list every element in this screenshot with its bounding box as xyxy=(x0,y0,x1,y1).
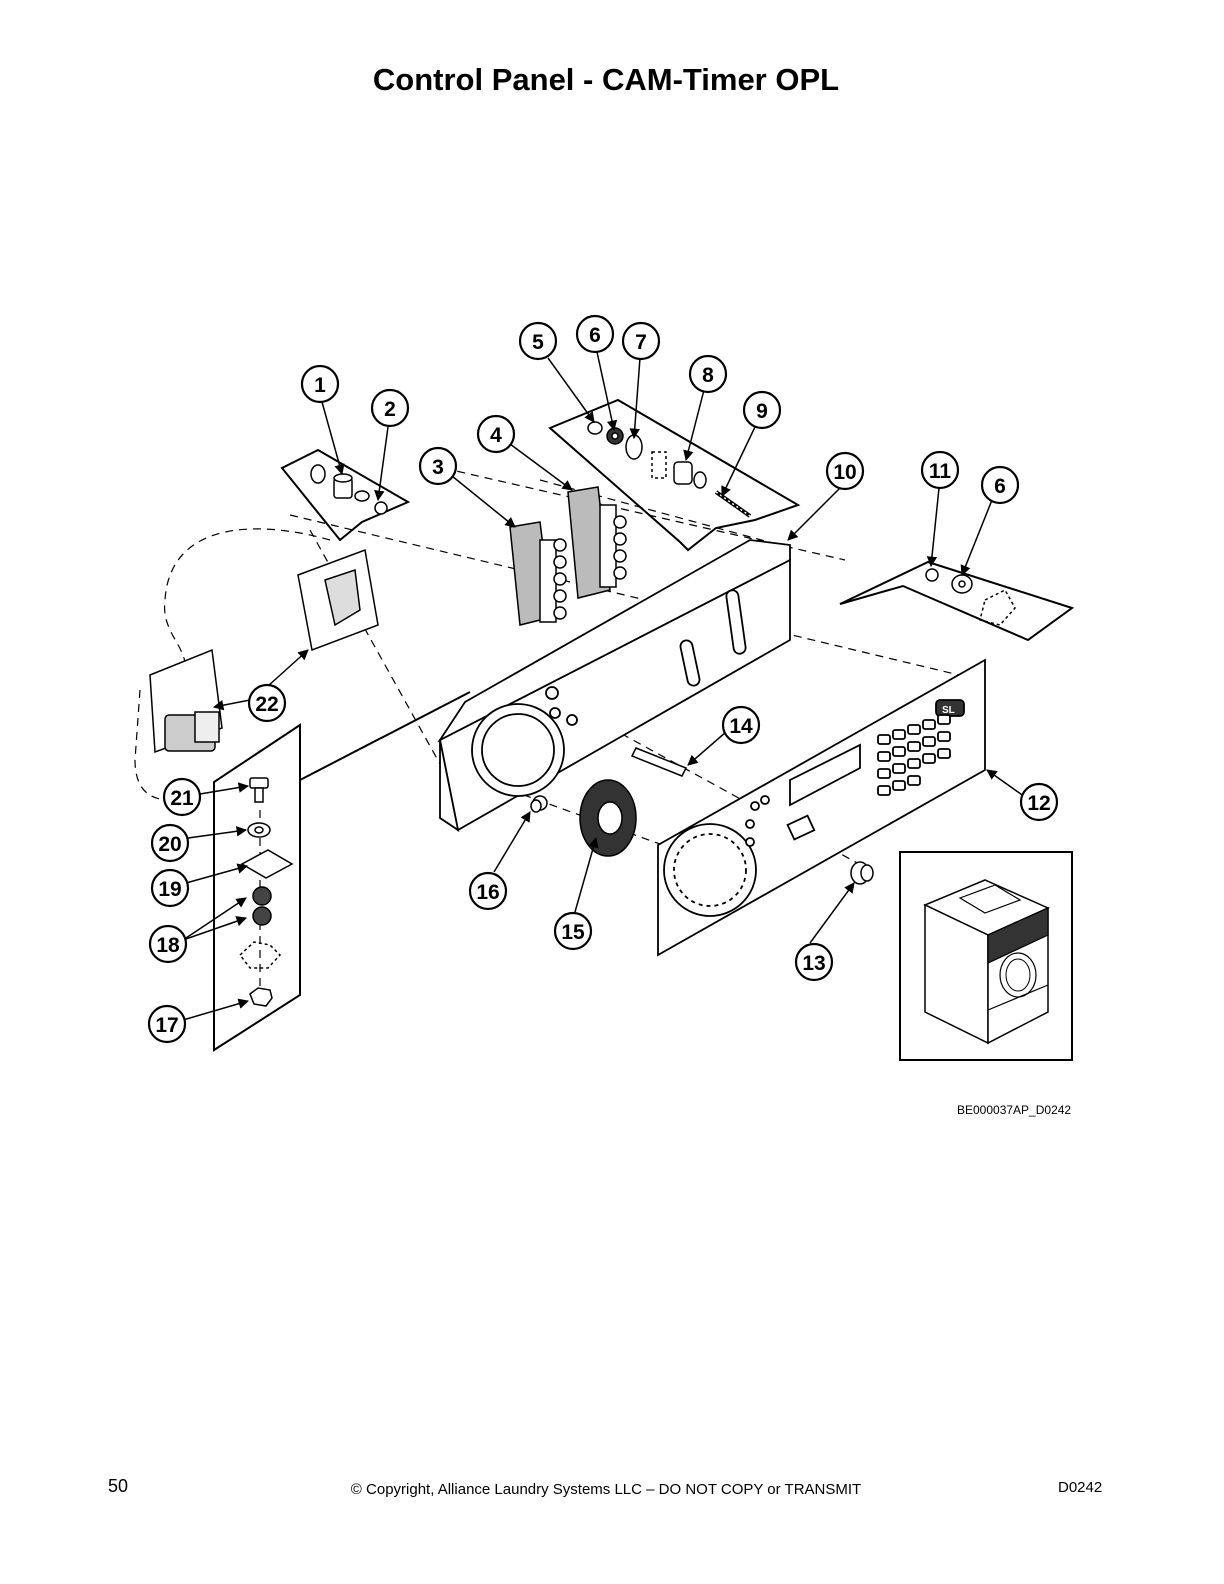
callout-14: 14 xyxy=(729,715,753,738)
callout-17: 17 xyxy=(155,1014,178,1037)
parts-11-6 xyxy=(925,568,1016,626)
callout-2: 2 xyxy=(384,398,396,421)
figure-id: BE000037AP_D0242 xyxy=(957,1103,1072,1117)
callout-22: 22 xyxy=(255,693,278,716)
callout-20: 20 xyxy=(158,833,181,856)
detail-box-17-21 xyxy=(213,691,471,1052)
callout-5: 5 xyxy=(532,331,544,354)
knob-13 xyxy=(850,861,874,885)
callout-circles xyxy=(147,314,1059,1044)
switch-block-4 xyxy=(567,486,627,599)
callout-21: 21 xyxy=(170,787,194,810)
callout-12: 12 xyxy=(1027,792,1050,815)
callout-1: 1 xyxy=(314,374,326,397)
leader-lines xyxy=(182,351,1026,1021)
machine-inset xyxy=(899,851,1073,1061)
document-code: D0242 xyxy=(1058,1479,1103,1496)
part-2-screw xyxy=(354,490,388,515)
page-number: 50 xyxy=(108,1476,129,1496)
fasteners xyxy=(238,777,294,1007)
callout-10: 10 xyxy=(833,461,856,484)
callout-9: 9 xyxy=(756,400,768,423)
keypad xyxy=(877,714,951,796)
front-panel xyxy=(657,658,986,957)
copyright-notice: © Copyright, Alliance Laundry Systems LL… xyxy=(350,1481,862,1498)
page-title: Control Panel - CAM-Timer OPL xyxy=(372,62,840,97)
callout-18: 18 xyxy=(156,934,180,957)
part-1-spacer xyxy=(310,464,353,499)
callout-labels: 1 2 3 4 5 6 7 8 9 10 11 6 12 13 14 15 16… xyxy=(155,324,1050,1037)
callout-4: 4 xyxy=(490,424,502,447)
callout-13: 13 xyxy=(802,952,825,975)
callout-3: 3 xyxy=(432,456,444,479)
panel-logo: SL xyxy=(942,705,955,716)
bushing-16 xyxy=(530,795,548,813)
circuit-board xyxy=(149,548,379,754)
switch-block-3 xyxy=(509,521,567,626)
detail-box-5-9 xyxy=(548,398,801,552)
control-panel-frame xyxy=(437,539,791,832)
detail-box-11-6 xyxy=(839,560,1075,642)
shaft-14 xyxy=(630,747,688,777)
callout-11: 11 xyxy=(929,460,952,483)
callout-8: 8 xyxy=(702,364,714,387)
callout-19: 19 xyxy=(158,878,181,901)
callout-7: 7 xyxy=(635,331,647,354)
callout-16: 16 xyxy=(476,881,499,904)
parts-5-9 xyxy=(587,421,752,518)
callout-6b: 6 xyxy=(994,475,1006,498)
callout-15: 15 xyxy=(561,921,585,944)
callout-6: 6 xyxy=(589,324,601,347)
knob-15 xyxy=(579,779,637,857)
